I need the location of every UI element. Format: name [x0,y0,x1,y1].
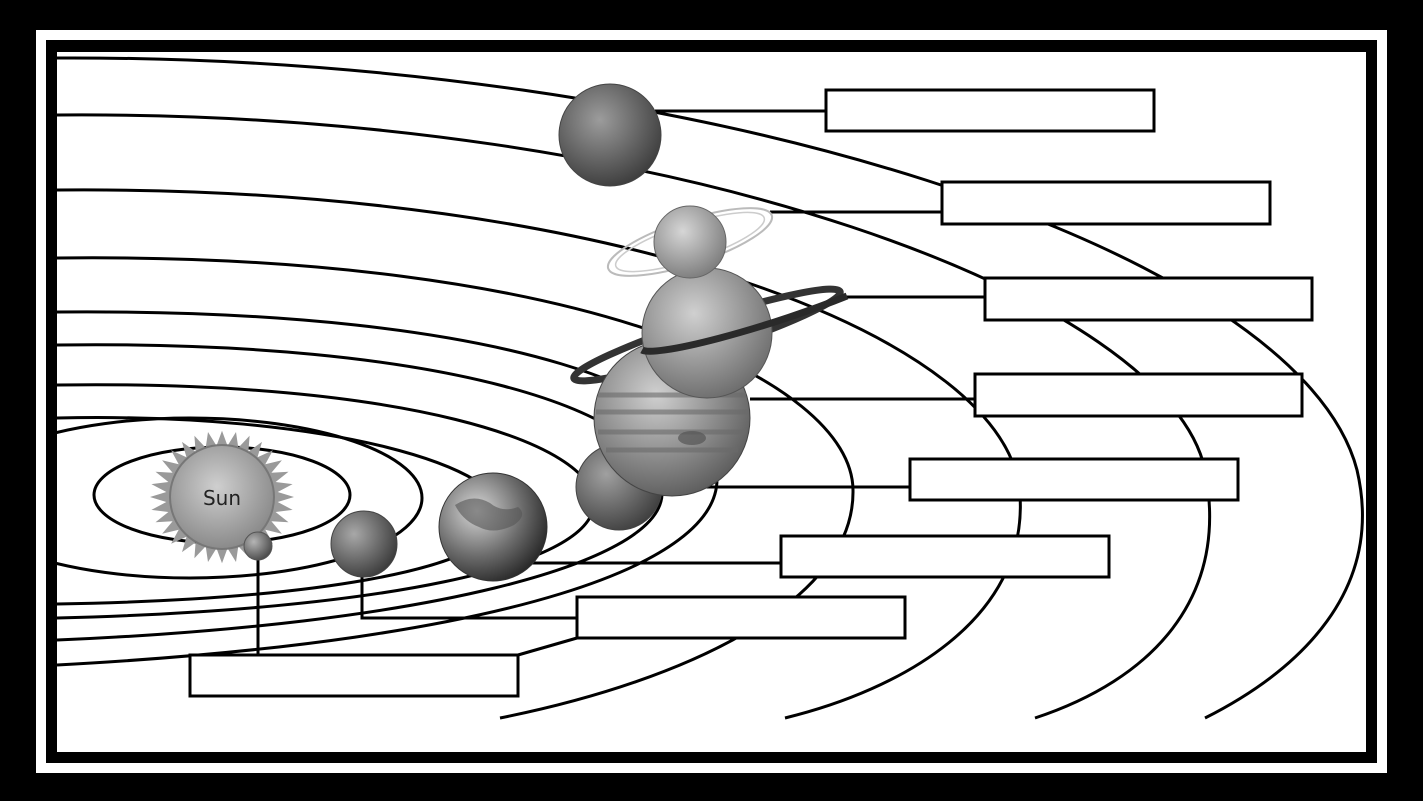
jupiter-spot [678,431,706,445]
mercury-planet [244,532,272,560]
sun-label: Sun [203,486,241,510]
label-box-neptune[interactable] [826,90,1154,131]
sun: Sun [150,431,294,563]
venus-planet [331,511,397,577]
saturn-planet [642,268,772,398]
label-box-earth[interactable] [781,536,1109,577]
label-box-mars[interactable] [910,459,1238,500]
uranus-planet [654,206,726,278]
label-box-venus[interactable] [577,597,905,638]
label-box-mercury[interactable] [190,655,518,696]
label-box-jupiter[interactable] [975,374,1302,416]
neptune-planet [559,84,661,186]
label-box-saturn[interactable] [985,278,1312,320]
label-box-uranus[interactable] [942,182,1270,224]
